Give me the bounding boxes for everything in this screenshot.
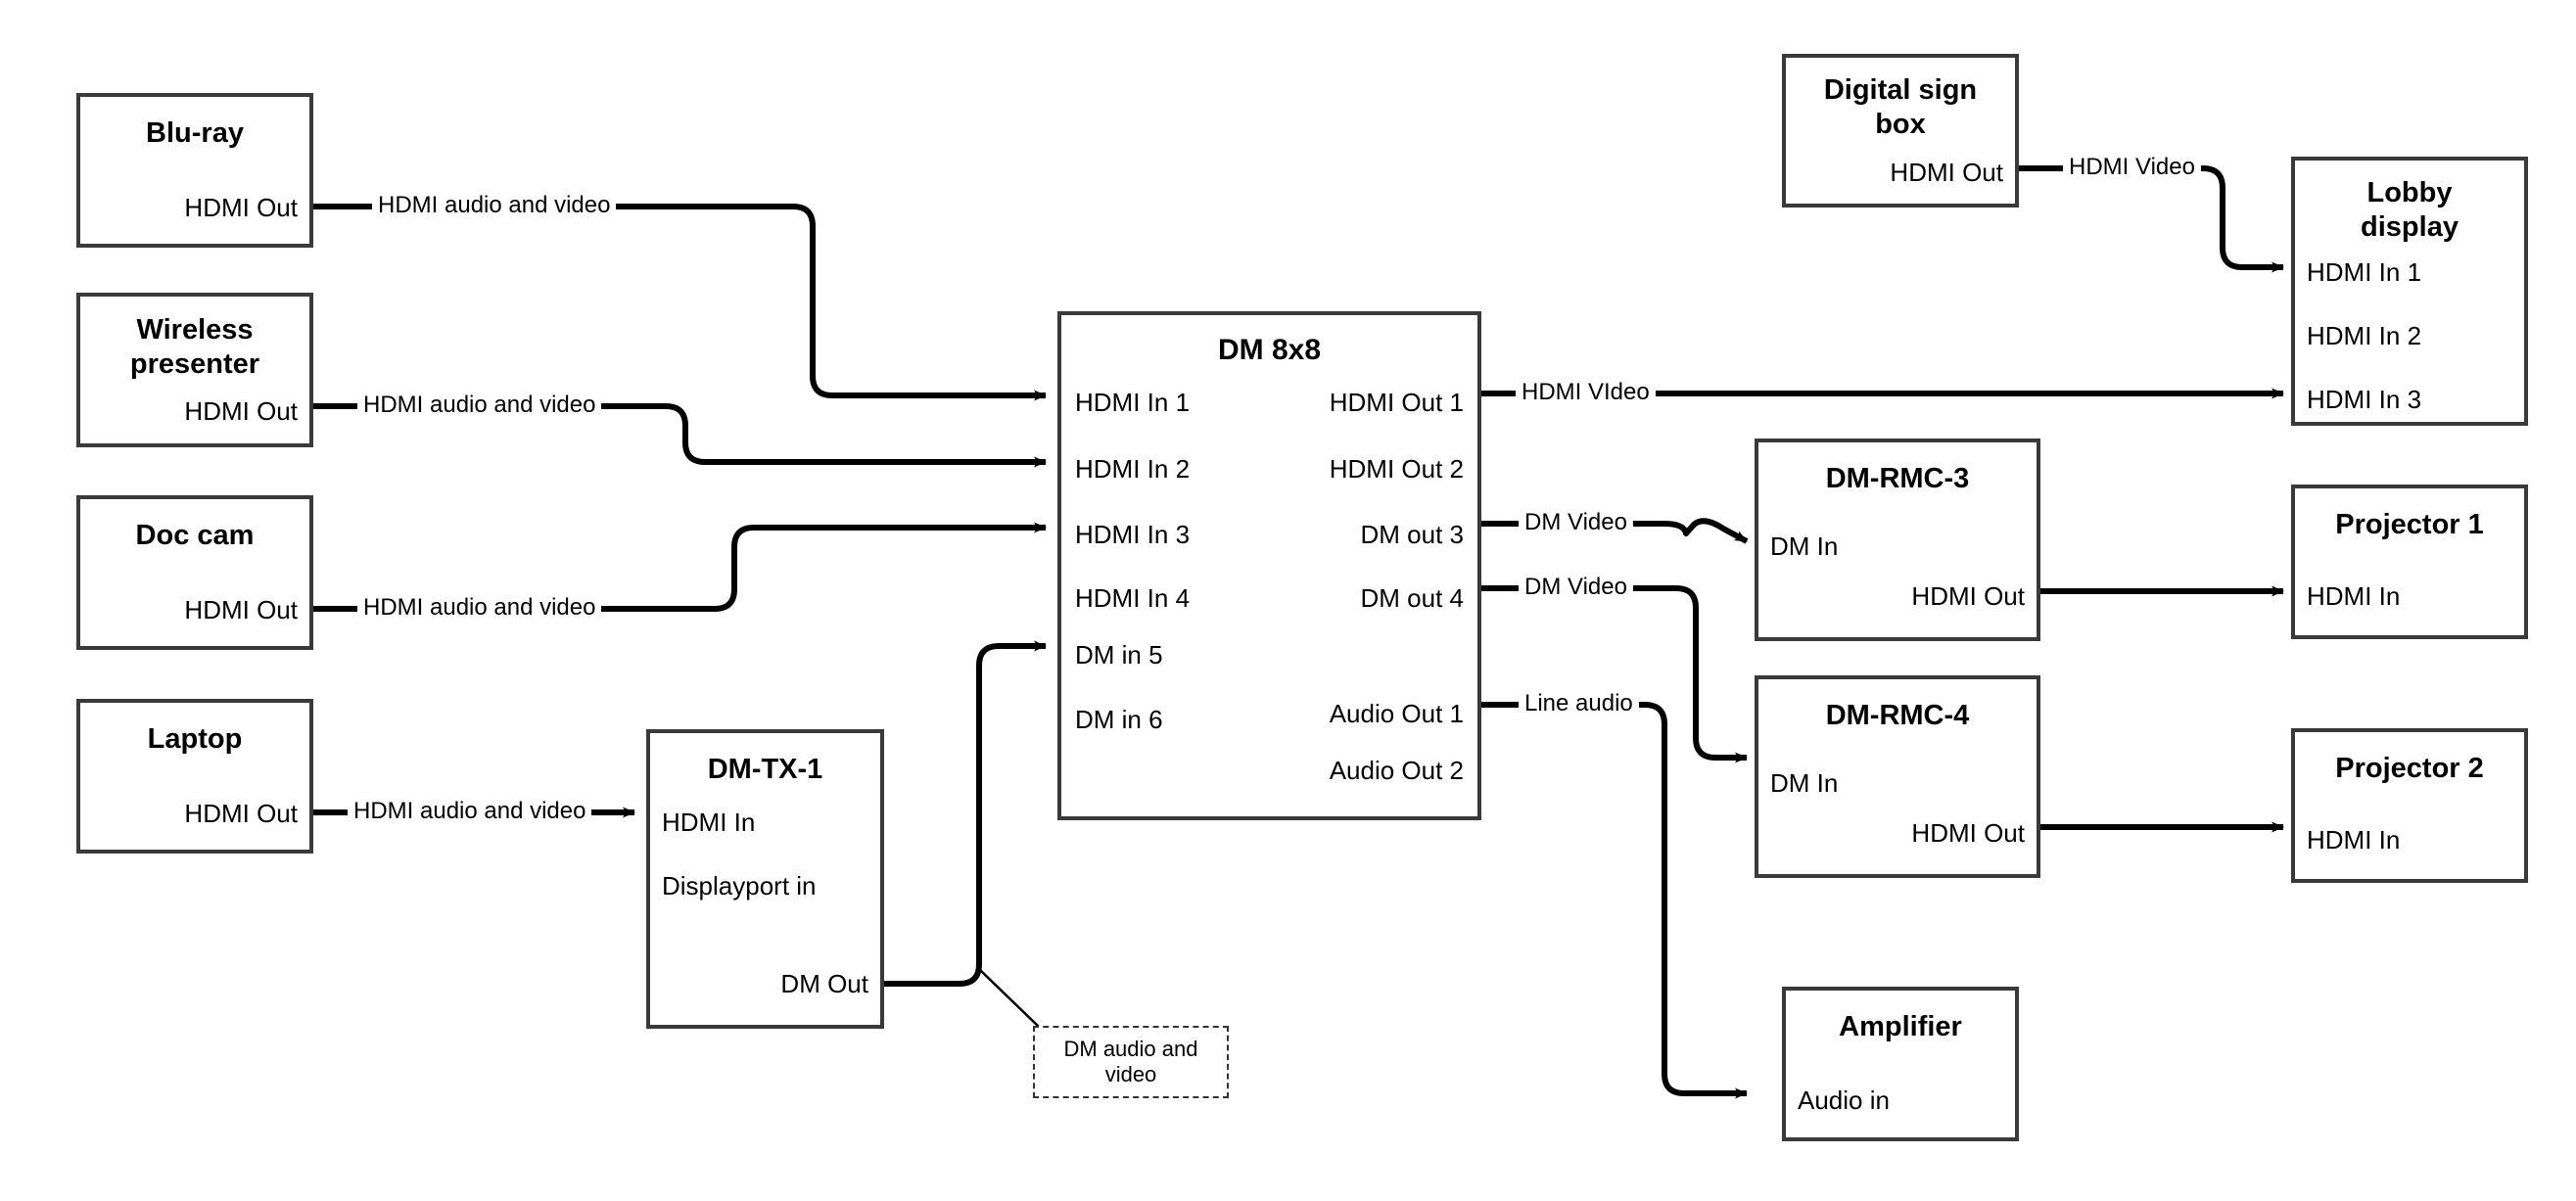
node-dm-rmc-4[interactable]: DM-RMC-4 DM In HDMI Out (1755, 675, 2040, 878)
port-hdmi-out-2: HDMI Out 2 (1329, 454, 1464, 484)
node-title: Amplifier (1839, 1011, 1962, 1042)
node-bluray[interactable]: Blu-ray HDMI Out (76, 93, 313, 248)
wire-dm8x8-out4-to-rmc4 (1481, 585, 1748, 763)
node-title-line2: box (1875, 109, 1926, 140)
node-title: DM-RMC-3 (1825, 463, 1970, 494)
wire-label-bluray: HDMI audio and video (372, 194, 617, 217)
wire-label-doccam: HDMI audio and video (357, 596, 602, 620)
node-title-line1: Lobby (2366, 177, 2453, 208)
wire-dmtx1-to-dm8x8-in5 (884, 640, 1047, 987)
node-digital-sign-box[interactable]: Digital sign box HDMI Out (1782, 54, 2019, 208)
wire-sign-to-lobby-in1 (2019, 165, 2284, 273)
port-hdmi-in-4: HDMI In 4 (1075, 583, 1191, 613)
port-hdmi-in: HDMI In (2307, 825, 2401, 855)
wire-label-sign-video: HDMI Video (2063, 156, 2201, 179)
port-hdmi-in-1: HDMI In 1 (1075, 388, 1191, 417)
port-hdmi-in-3: HDMI In 3 (2307, 385, 2422, 414)
node-projector-1[interactable]: Projector 1 HDMI In (2291, 485, 2528, 639)
node-dm-rmc-3[interactable]: DM-RMC-3 DM In HDMI Out (1755, 439, 2040, 641)
port-hdmi-out: HDMI Out (184, 799, 298, 828)
port-audio-in: Audio in (1798, 1086, 1890, 1115)
node-amplifier[interactable]: Amplifier Audio in (1782, 987, 2019, 1141)
port-hdmi-in: HDMI In (2307, 581, 2401, 611)
wire-dm8x8-audioout1-to-amplifier (1481, 702, 1748, 1099)
port-hdmi-out: HDMI Out (184, 396, 298, 426)
port-hdmi-out-1: HDMI Out 1 (1329, 388, 1464, 417)
node-title: DM 8x8 (1217, 334, 1322, 366)
port-dm-in-5: DM in 5 (1075, 640, 1163, 670)
node-title: Projector 2 (2335, 753, 2484, 784)
node-title-line2: display (2361, 211, 2459, 243)
port-hdmi-out: HDMI Out (1911, 818, 2025, 848)
port-hdmi-in-2: HDMI In 2 (1075, 454, 1191, 484)
callout-leader-line (978, 968, 1041, 1029)
node-title: Projector 1 (2335, 509, 2484, 540)
wire-label-hdmi-out-1: HDMI VIdeo (1516, 381, 1656, 404)
wire-label-laptop: HDMI audio and video (348, 800, 592, 823)
node-lobby-display[interactable]: Lobby display HDMI In 1 HDMI In 2 HDMI I… (2291, 157, 2528, 426)
node-projector-2[interactable]: Projector 2 HDMI In (2291, 728, 2528, 883)
wire-doccam-to-dm8x8-in3 (313, 522, 1047, 612)
port-dm-in: DM In (1770, 531, 1839, 561)
wire-label-dm-out-4: DM Video (1519, 576, 1633, 599)
port-hdmi-in-2: HDMI In 2 (2307, 321, 2422, 350)
node-dm-tx-1[interactable]: DM-TX-1 HDMI In Displayport in DM Out (646, 729, 884, 1029)
callout-text: DM audio and video (1063, 1036, 1198, 1086)
port-hdmi-in-3: HDMI In 3 (1075, 520, 1191, 549)
node-title: Laptop (147, 723, 243, 755)
wire-dm8x8-out3-to-rmc3 (1481, 518, 1749, 544)
node-title-line1: Digital sign (1823, 74, 1978, 106)
port-dm-out: DM Out (780, 969, 868, 998)
node-title-line1: Wireless (136, 314, 254, 346)
wire-label-wireless: HDMI audio and video (357, 393, 602, 417)
wire-label-line-audio: Line audio (1519, 692, 1639, 716)
wire-wireless-to-dm8x8-in2 (313, 403, 1047, 468)
port-dm-out-4: DM out 4 (1360, 583, 1465, 613)
port-hdmi-in-1: HDMI In 1 (2307, 257, 2422, 287)
port-hdmi-out: HDMI Out (184, 193, 298, 222)
node-wireless-presenter[interactable]: Wireless presenter HDMI Out (76, 293, 313, 447)
port-dm-in: DM In (1770, 768, 1839, 798)
port-audio-out-2: Audio Out 2 (1329, 756, 1464, 785)
node-title: Doc cam (135, 520, 255, 551)
port-hdmi-in: HDMI In (662, 808, 756, 837)
node-dm-8x8[interactable]: DM 8x8 HDMI In 1 HDMI In 2 HDMI In 3 HDM… (1057, 311, 1481, 820)
port-displayport-in: Displayport in (662, 871, 817, 901)
node-title: DM-RMC-4 (1825, 700, 1970, 731)
node-laptop[interactable]: Laptop HDMI Out (76, 699, 313, 854)
port-audio-out-1: Audio Out 1 (1329, 699, 1464, 728)
port-dm-in-6: DM in 6 (1075, 705, 1163, 734)
node-doc-cam[interactable]: Doc cam HDMI Out (76, 495, 313, 650)
wire-label-dm-out-3: DM Video (1519, 511, 1633, 534)
node-title: Blu-ray (146, 117, 244, 149)
wire-bluray-to-dm8x8-in1 (313, 204, 1047, 401)
callout-dm-audio-video: DM audio and video (1033, 1026, 1229, 1098)
port-hdmi-out: HDMI Out (1890, 158, 2003, 187)
port-hdmi-out: HDMI Out (1911, 581, 2025, 611)
port-hdmi-out: HDMI Out (184, 595, 298, 624)
node-title-line2: presenter (129, 348, 260, 380)
node-title: DM-TX-1 (707, 754, 823, 785)
port-dm-out-3: DM out 3 (1360, 520, 1465, 549)
